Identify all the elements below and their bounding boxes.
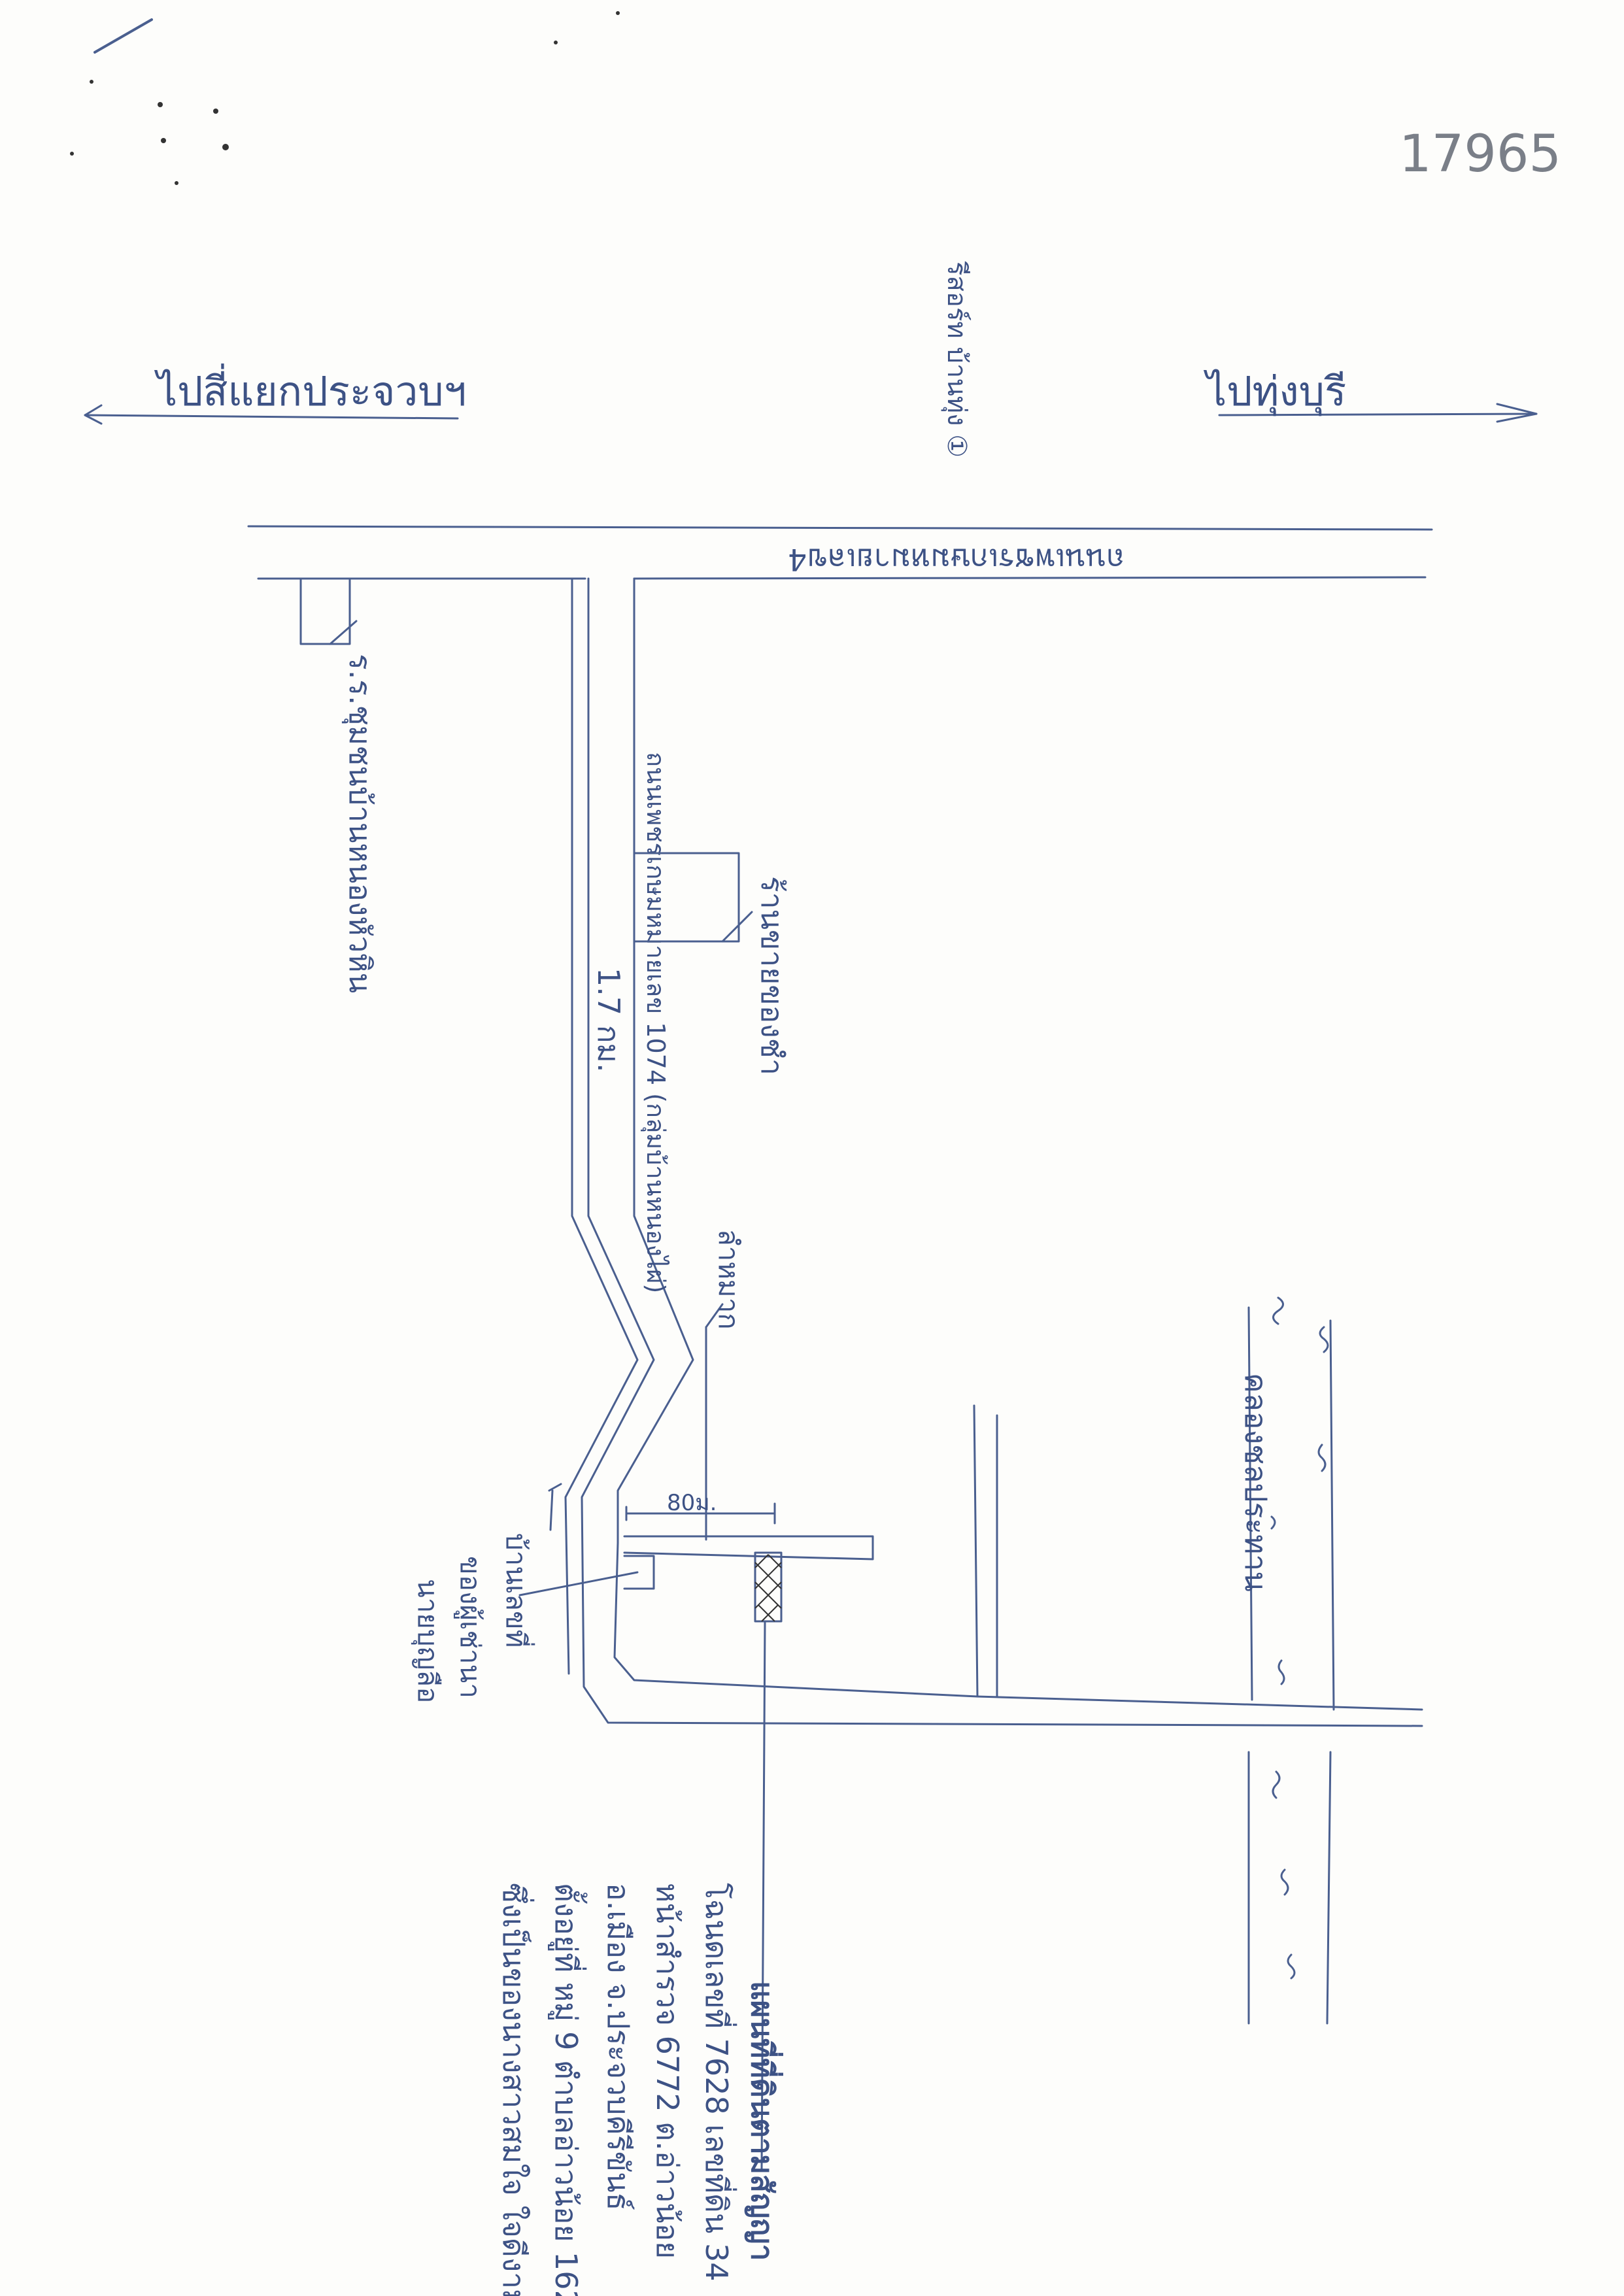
main-road-label: ถนนเพชรเกษมหมายเลข4	[788, 542, 1125, 577]
temple-label: ลำหมาก	[713, 1229, 745, 1330]
to-east-label: ไปทุ่งบุรี	[1203, 367, 1346, 416]
notes-line-3: อ.เมือง จ.ประจวบคีรีขันธ์	[601, 1883, 636, 2211]
east-arrow	[1218, 403, 1538, 423]
corner-marks	[93, 18, 153, 54]
canal-label: คลองชลประทาน	[1238, 1373, 1274, 1592]
notes-line-5: ซึ่งเป็นของนางสาวสมใจ ใจดีงาม	[496, 1883, 535, 2296]
plot-hatch	[754, 1554, 782, 1622]
house-label-2: ของผู้เช่านา	[454, 1556, 486, 1698]
shop-building	[633, 852, 753, 943]
land-plot	[623, 1502, 874, 1623]
house-label-1: บ้านเลขที่	[500, 1533, 535, 1647]
side-road	[548, 577, 1423, 1727]
house-label-3: นายบุญลือ	[411, 1579, 444, 1703]
plot-leader	[760, 1620, 766, 2172]
canal	[973, 1296, 1335, 2025]
side-road-label: ถนนเพชรเกษมหมายเลข 1074 (กลุ่มบ้านหนองไผ…	[641, 752, 670, 1293]
shop-label: ร้านขายของชำ	[754, 876, 790, 1075]
temple-pointer	[705, 1303, 724, 1541]
school-building	[299, 577, 358, 645]
house-pointer	[518, 1571, 639, 1596]
notes-line-1: โฉนดเลขที่ 7628 เลขที่ดิน 34	[699, 1883, 737, 2282]
west-arrow	[84, 404, 459, 425]
notes-line-4: ตั้งอยู่ที่ หมู่ 9 ตำบลอ่าวน้อย 162	[548, 1883, 588, 2296]
school-label: ร.ร.ชุมชนบ้านหนองหัวหิน	[341, 654, 378, 993]
notes-header: แผนที่ที่ดินตามสัญญา	[745, 1981, 783, 2261]
distance-label: 1.7 กม.	[591, 968, 626, 1073]
notes-line-2: หน้าสำรวจ 6772 ต.อ่าวน้อย	[650, 1883, 685, 2259]
specks	[70, 11, 620, 185]
page-number: 17965	[1399, 125, 1561, 184]
plot-distance-label: 80ม.	[667, 1490, 717, 1516]
north-landmark-label: รีสอร์ท บ้านทุ่ง ①	[941, 261, 972, 458]
to-west-label: ไปสี่แยกประจวบฯ	[154, 363, 466, 415]
main-road	[247, 525, 1433, 580]
